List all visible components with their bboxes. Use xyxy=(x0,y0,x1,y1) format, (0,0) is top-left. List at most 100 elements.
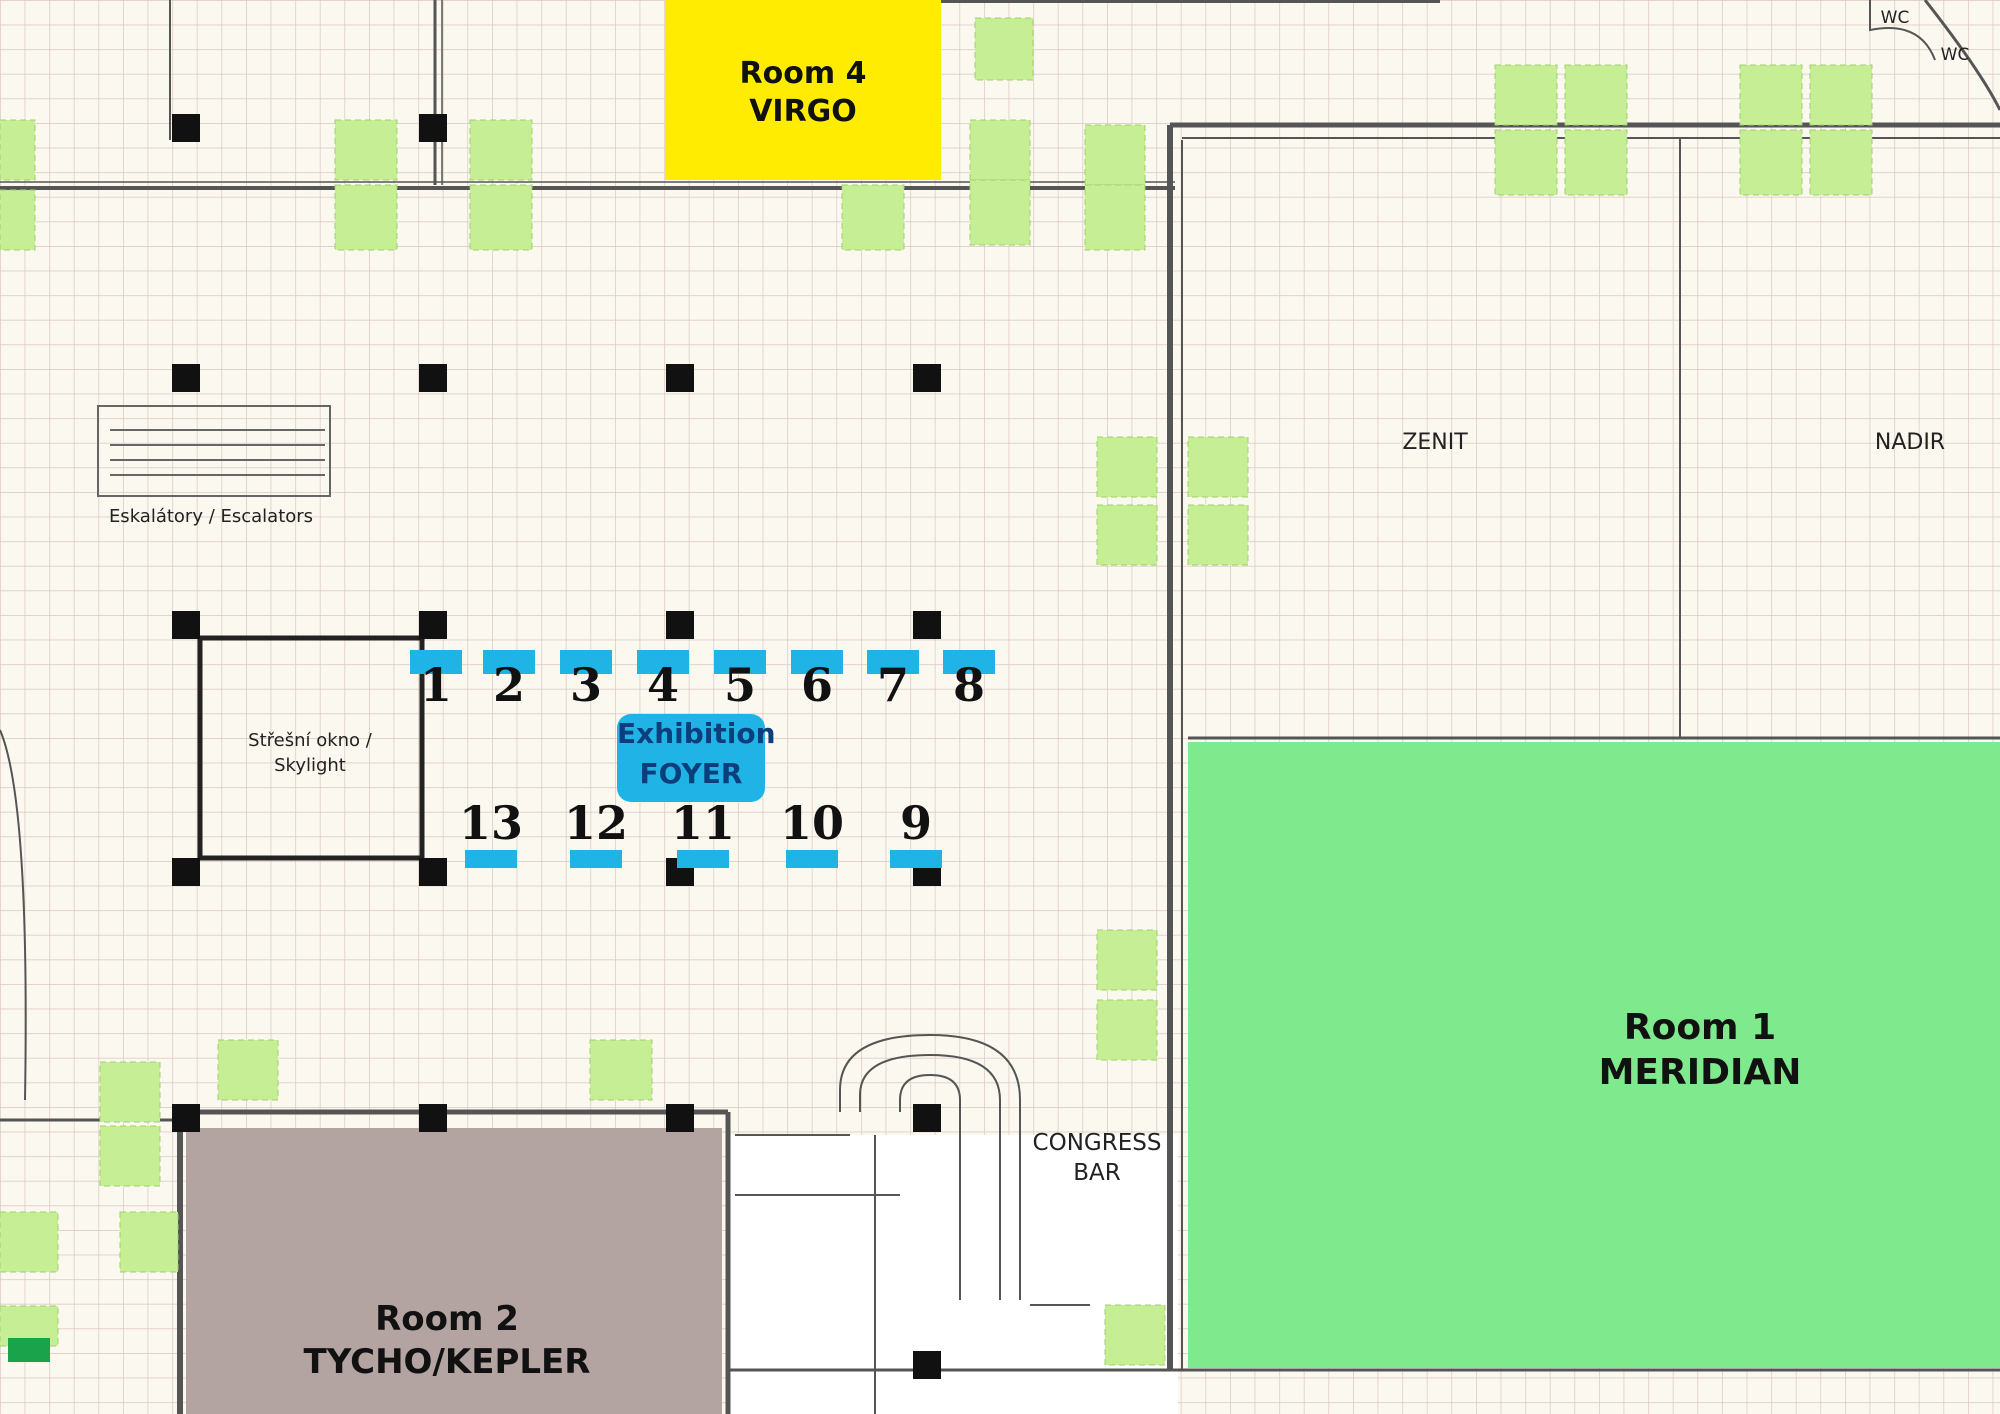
column-marker xyxy=(419,611,447,639)
booth-number-10[interactable]: 10 xyxy=(779,796,844,850)
booth-marker[interactable] xyxy=(637,650,689,674)
booth-number-13[interactable]: 13 xyxy=(458,796,523,850)
columns xyxy=(172,114,941,1379)
planter xyxy=(1809,129,1873,196)
planter xyxy=(1084,124,1146,186)
booth-marker[interactable] xyxy=(570,850,622,868)
booth-number-9[interactable]: 9 xyxy=(899,796,932,850)
room-1-name: MERIDIAN xyxy=(1598,1052,1802,1093)
room-2-label[interactable]: Room 2 TYCHO/KEPLER xyxy=(247,1298,647,1383)
planter xyxy=(1096,999,1158,1061)
planter xyxy=(1187,504,1249,566)
booth-number-8[interactable]: 8 xyxy=(952,658,985,712)
booth-marker[interactable] xyxy=(943,650,995,674)
column-marker xyxy=(913,611,941,639)
booth-number-7[interactable]: 7 xyxy=(876,658,909,712)
room-1-label[interactable]: Room 1 MERIDIAN xyxy=(1500,1005,1900,1095)
exit-sign-icon xyxy=(8,1338,50,1362)
booth-marker[interactable] xyxy=(786,850,838,868)
planter xyxy=(217,1039,279,1101)
planter xyxy=(1564,64,1628,126)
room-4-number: Room 4 xyxy=(739,56,867,91)
planter xyxy=(119,1211,179,1273)
column-marker xyxy=(419,1104,447,1132)
booth-marker[interactable] xyxy=(791,650,843,674)
wc-label-2: WC xyxy=(1940,45,1970,65)
foyer-label-line-1: Exhibition xyxy=(617,717,776,750)
planter xyxy=(841,184,905,251)
room-1-area[interactable] xyxy=(1188,742,2000,1368)
planter xyxy=(0,189,36,251)
booth-number-5[interactable]: 5 xyxy=(723,658,756,712)
planter xyxy=(1187,436,1249,498)
column-marker xyxy=(419,364,447,392)
column-marker xyxy=(172,611,200,639)
planter xyxy=(969,179,1031,246)
planter xyxy=(1739,64,1803,126)
column-marker xyxy=(419,858,447,886)
planter xyxy=(1494,64,1558,126)
planter xyxy=(469,119,533,181)
column-marker xyxy=(666,611,694,639)
nadir-label: NADIR xyxy=(1874,430,1946,455)
booth-markers xyxy=(410,650,995,868)
skylight-label-line-1: Střešní okno / xyxy=(248,730,372,751)
planter xyxy=(1096,504,1158,566)
booth-number-4[interactable]: 4 xyxy=(646,658,679,712)
booth-marker[interactable] xyxy=(867,650,919,674)
planter xyxy=(0,119,36,181)
room-4-label[interactable]: Room 4 VIRGO xyxy=(665,55,941,130)
planter xyxy=(1809,64,1873,126)
booth-number-6[interactable]: 6 xyxy=(800,658,833,712)
foyer-label-line-2: FOYER xyxy=(639,757,743,790)
planter xyxy=(974,17,1034,81)
booth-number-3[interactable]: 3 xyxy=(569,658,602,712)
room-4-name: VIRGO xyxy=(749,93,857,129)
column-marker xyxy=(913,1104,941,1132)
planter xyxy=(1096,436,1158,498)
planter xyxy=(1494,129,1558,196)
skylight-label-line-2: Skylight xyxy=(274,755,346,776)
booth-number-11[interactable]: 11 xyxy=(670,796,735,850)
booth-number-12[interactable]: 12 xyxy=(563,796,628,850)
booth-marker[interactable] xyxy=(677,850,729,868)
column-marker xyxy=(666,1104,694,1132)
booth-marker[interactable] xyxy=(465,850,517,868)
congress-bar-label-line-1: CONGRESS xyxy=(1032,1130,1162,1156)
column-marker xyxy=(172,114,200,142)
booth-number-2[interactable]: 2 xyxy=(492,658,525,712)
column-marker xyxy=(172,364,200,392)
booth-marker[interactable] xyxy=(410,650,462,674)
planter xyxy=(469,184,533,251)
column-marker xyxy=(666,364,694,392)
room-1-number: Room 1 xyxy=(1623,1007,1777,1048)
escalators-shape xyxy=(97,405,331,497)
column-marker xyxy=(172,858,200,886)
room-2-number: Room 2 xyxy=(375,1299,519,1339)
booth-marker[interactable] xyxy=(714,650,766,674)
planter xyxy=(1104,1304,1166,1366)
column-marker xyxy=(913,364,941,392)
exhibition-foyer-label: Exhibition FOYER xyxy=(617,714,776,802)
column-marker xyxy=(419,114,447,142)
planter xyxy=(99,1061,161,1123)
booth-marker[interactable] xyxy=(560,650,612,674)
planter xyxy=(0,1211,59,1273)
zenit-label: ZENIT xyxy=(1402,430,1468,455)
planter xyxy=(1096,929,1158,991)
skylight-outline xyxy=(197,635,425,861)
booth-marker[interactable] xyxy=(483,650,535,674)
booth-marker[interactable] xyxy=(890,850,942,868)
room-2-area[interactable] xyxy=(186,1128,722,1414)
planter xyxy=(969,119,1031,181)
congress-bar-label-line-2: BAR xyxy=(1073,1160,1121,1186)
column-marker xyxy=(913,1351,941,1379)
booth-number-1[interactable]: 1 xyxy=(419,658,452,712)
escalators-label: Eskalátory / Escalators xyxy=(108,506,314,527)
room-4-area[interactable] xyxy=(665,0,941,180)
planter xyxy=(334,184,398,251)
planters xyxy=(0,17,1873,1366)
planter xyxy=(334,119,398,181)
planter xyxy=(1564,129,1628,196)
